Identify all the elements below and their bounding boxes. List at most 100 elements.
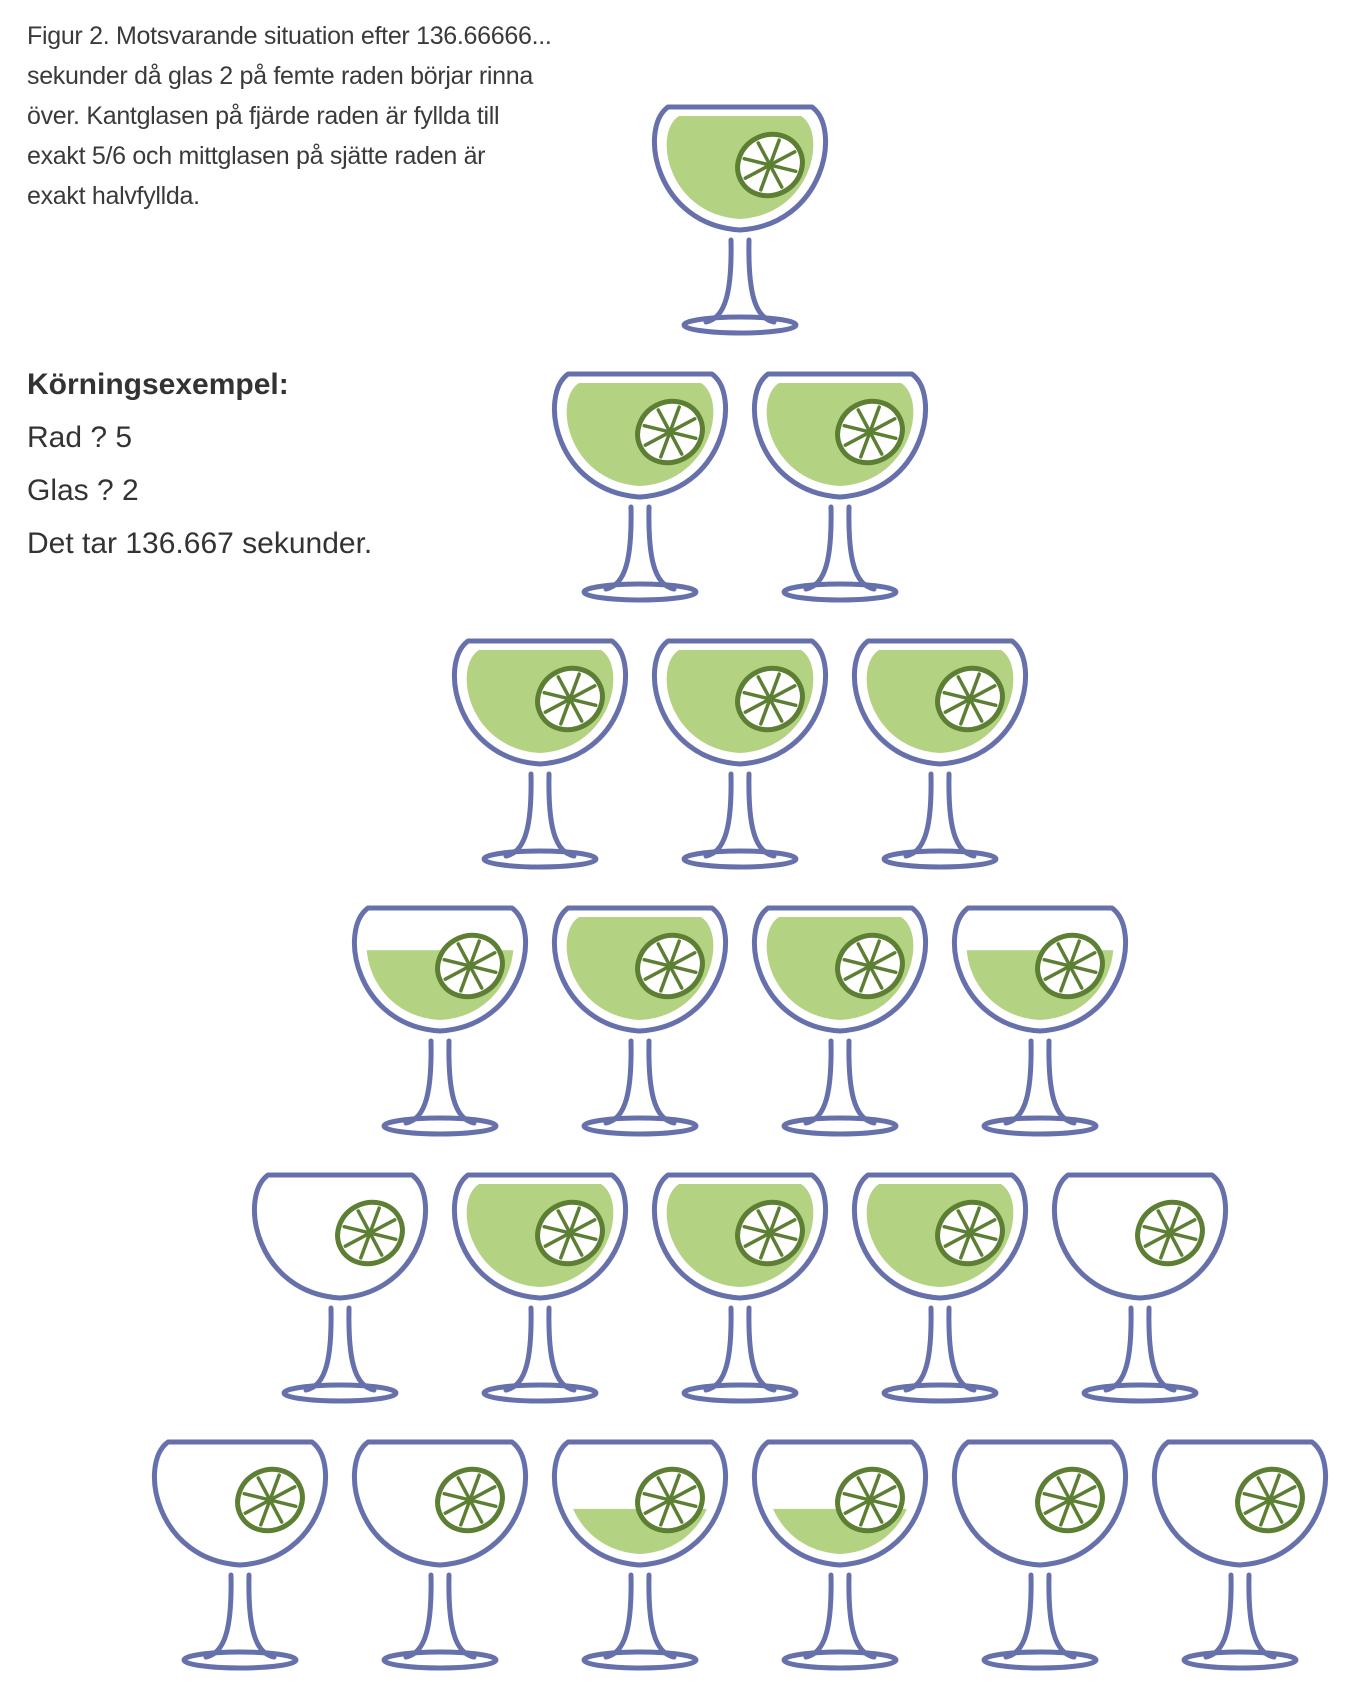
lime-slice-icon: [235, 1466, 305, 1534]
glass-foot: [281, 1382, 399, 1404]
glass-stem: [1003, 1572, 1077, 1660]
glass-bowl: [152, 1439, 328, 1568]
lime-slice-icon: [1035, 932, 1105, 1000]
lime-slice-icon: [735, 665, 805, 733]
glass-row-4-2: [552, 905, 728, 1137]
glass-stem: [603, 504, 677, 592]
glass-foot: [781, 1115, 899, 1137]
glass-row-6-3: [552, 1439, 728, 1671]
glass-bowl: [752, 905, 928, 1034]
glass-bowl: [852, 1172, 1028, 1301]
glass-foot: [1181, 1649, 1299, 1671]
lime-slice-icon: [835, 1466, 905, 1534]
glass-row-3-2: [652, 638, 828, 870]
glass-stem: [603, 1038, 677, 1126]
glass-bowl: [452, 1172, 628, 1301]
glass-foot: [481, 848, 599, 870]
glass-row-1-1: [652, 104, 828, 336]
glass-bowl: [752, 371, 928, 500]
run-example-heading: Körningsexempel:: [27, 368, 289, 401]
glass-stem: [803, 504, 877, 592]
glass-row-5-5: [1052, 1172, 1228, 1404]
glass-stem: [503, 1305, 577, 1393]
glass-row-3-3: [852, 638, 1028, 870]
lime-slice-icon: [935, 1199, 1005, 1267]
glass-foot: [681, 314, 799, 336]
liquid-fill: [566, 1508, 714, 1554]
glass-bowl: [652, 1172, 828, 1301]
glass-row-6-2: [352, 1439, 528, 1671]
glass-bowl: [952, 905, 1128, 1034]
lime-slice-icon: [935, 665, 1005, 733]
glass-row-6-1: [152, 1439, 328, 1671]
glass-stem: [503, 771, 577, 859]
run-example-row-input: Rad ? 5: [27, 421, 133, 454]
glass-foot: [681, 1382, 799, 1404]
glass-row-5-2: [452, 1172, 628, 1404]
glass-stem: [803, 1038, 877, 1126]
glass-foot: [481, 1382, 599, 1404]
glass-bowl: [952, 1439, 1128, 1568]
glass-row-2-1: [552, 371, 728, 603]
glass-foot: [781, 581, 899, 603]
lime-slice-icon: [635, 932, 705, 1000]
lime-slice-icon: [635, 398, 705, 466]
lime-slice-icon: [635, 1466, 705, 1534]
liquid-fill: [766, 1508, 914, 1554]
run-example-result: Det tar 136.667 sekunder.: [27, 527, 373, 560]
caption-line: Figur 2. Motsvarande situation efter 136…: [27, 22, 552, 50]
run-example-glass-input: Glas ? 2: [27, 474, 139, 507]
glass-bowl: [352, 1439, 528, 1568]
glass-row-4-3: [752, 905, 928, 1137]
lime-slice-icon: [535, 1199, 605, 1267]
lime-slice-icon: [735, 1199, 805, 1267]
glass-foot: [1081, 1382, 1199, 1404]
glass-bowl: [552, 905, 728, 1034]
glass-row-5-4: [852, 1172, 1028, 1404]
glass-bowl: [752, 1439, 928, 1568]
glass-stem: [1103, 1305, 1177, 1393]
glass-row-6-4: [752, 1439, 928, 1671]
glass-stem: [1003, 1038, 1077, 1126]
glass-foot: [981, 1115, 1099, 1137]
lime-slice-icon: [1035, 1466, 1105, 1534]
glass-foot: [581, 581, 699, 603]
glass-stem: [703, 237, 777, 325]
glass-stem: [403, 1038, 477, 1126]
glass-stem: [603, 1572, 677, 1660]
glass-bowl: [1052, 1172, 1228, 1301]
caption-line: exakt 5/6 och mittglasen på sjätte raden…: [27, 142, 486, 170]
glass-stem: [1203, 1572, 1277, 1660]
run-example: Körningsexempel: Rad ? 5 Glas ? 2 Det ta…: [27, 358, 372, 570]
glass-row-4-1: [352, 905, 528, 1137]
glass-row-6-6: [1152, 1439, 1328, 1671]
lime-slice-icon: [835, 932, 905, 1000]
glass-bowl: [552, 371, 728, 500]
glass-stem: [903, 771, 977, 859]
lime-slice-icon: [435, 1466, 505, 1534]
glass-foot: [781, 1649, 899, 1671]
lime-slice-icon: [1135, 1199, 1205, 1267]
glass-foot: [881, 1382, 999, 1404]
glass-bowl: [852, 638, 1028, 767]
glass-bowl: [652, 638, 828, 767]
glass-bowl: [452, 638, 628, 767]
caption-line: sekunder då glas 2 på femte raden börjar…: [27, 62, 533, 90]
lime-slice-icon: [435, 932, 505, 1000]
glass-foot: [681, 848, 799, 870]
glass-row-4-4: [952, 905, 1128, 1137]
caption-line: över. Kantglasen på fjärde raden är fyll…: [27, 102, 500, 130]
glass-bowl: [252, 1172, 428, 1301]
glass-foot: [581, 1115, 699, 1137]
glass-bowl: [1152, 1439, 1328, 1568]
glass-foot: [581, 1649, 699, 1671]
caption-line: exakt halvfyllda.: [27, 182, 200, 210]
glass-row-5-1: [252, 1172, 428, 1404]
glass-stem: [203, 1572, 277, 1660]
glass-foot: [881, 848, 999, 870]
glass-foot: [381, 1115, 499, 1137]
glass-foot: [981, 1649, 1099, 1671]
glass-foot: [381, 1649, 499, 1671]
lime-slice-icon: [835, 398, 905, 466]
glass-row-5-3: [652, 1172, 828, 1404]
